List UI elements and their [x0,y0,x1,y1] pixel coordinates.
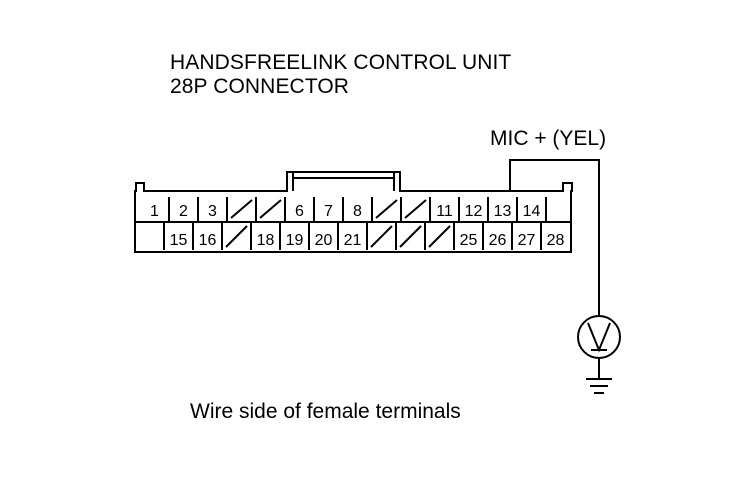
terminal-number: 8 [353,203,362,220]
terminal-number: 13 [494,203,512,220]
terminal-number: 21 [344,232,362,249]
terminal-number: 6 [295,203,304,220]
unused-cavity-mark [399,225,422,248]
unused-cavity-mark [370,225,393,248]
terminal-number: 12 [465,203,483,220]
unused-cavity-mark [259,199,282,219]
terminal-number: 27 [518,232,536,249]
diagram-title-line2: 28P CONNECTOR [170,75,350,98]
terminal-number: 18 [257,232,275,249]
terminal-number: 19 [286,232,304,249]
unused-cavity-mark [404,199,427,219]
wire-label: MIC + (YEL) [490,127,607,150]
terminal-number: 16 [199,232,217,249]
unused-cavity-mark [375,199,398,219]
terminal-number: 20 [315,232,333,249]
terminal-number: 3 [208,203,217,220]
terminal-number: 14 [523,203,541,220]
caption: Wire side of female terminals [190,400,461,423]
unused-cavity-mark [428,225,451,248]
terminal-number: 11 [436,203,453,220]
terminal-number: 28 [547,232,565,249]
terminal-number: 15 [170,232,188,249]
voltmeter-v-symbol [587,322,611,353]
unused-cavity-mark [230,199,253,219]
diagram-title-line1: HANDSFREELINK CONTROL UNIT [170,51,512,74]
connector-row-2: 15 16 18 19 20 21 25 26 27 28 [163,223,565,250]
terminal-number: 1 [150,203,159,220]
terminal-number: 7 [324,203,333,220]
unused-cavity-mark [225,225,248,248]
ground-icon [586,378,612,394]
terminal-number: 2 [179,203,188,220]
terminal-number: 25 [460,232,478,249]
mic-wire [509,159,600,316]
connector-outline [134,171,573,253]
terminal-number: 26 [489,232,507,249]
